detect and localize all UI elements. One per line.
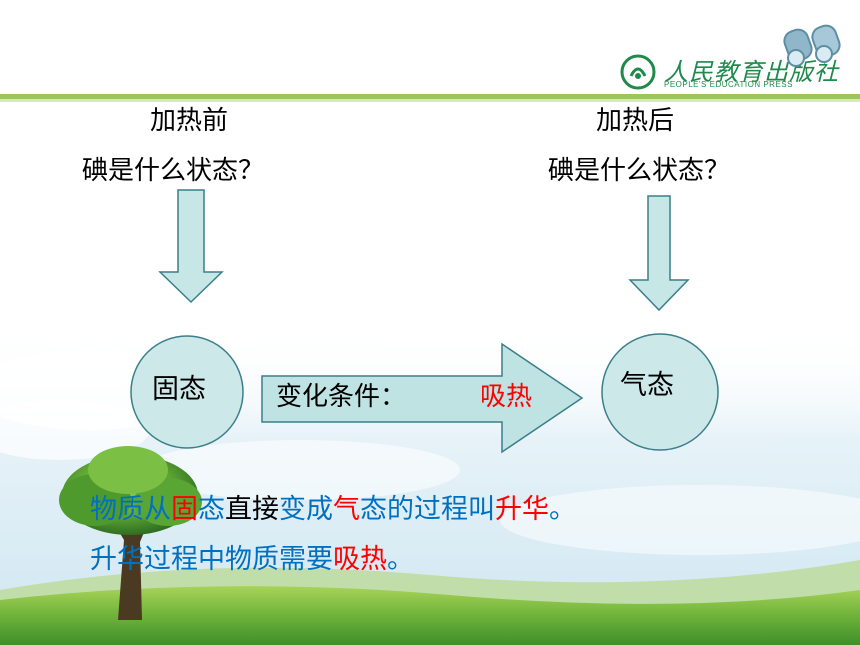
publisher-subtitle: PEOPLE'S EDUCATION PRESS: [664, 80, 793, 89]
summary-segment: 升华过程中物质需要: [90, 544, 333, 575]
summary-segment: 态: [198, 494, 225, 525]
down-arrow-right: [628, 195, 690, 312]
after-heating-question: 碘是什么状态？: [548, 156, 731, 186]
summary-segment: 态: [360, 494, 387, 525]
before-heating-question: 碘是什么状态？: [82, 156, 265, 186]
summary-segment: 。: [549, 494, 576, 525]
summary-definition: 物质从固态直接变成气态的过程叫升华。: [90, 496, 576, 523]
solid-state-label: 固态: [152, 374, 206, 405]
header-bar: [0, 94, 860, 99]
down-arrow-left: [158, 189, 224, 304]
gas-state-label: 气态: [620, 370, 674, 401]
condition-arrow: [261, 342, 584, 454]
summary-segment: 的过程叫: [387, 494, 495, 525]
header-bar-highlight: [0, 99, 860, 102]
summary-segment: 。: [387, 544, 414, 575]
publisher-emblem-icon: [620, 54, 656, 90]
after-heating-label: 加热后: [596, 106, 675, 136]
binoculars-icon: [783, 24, 841, 67]
summary-heat-requirement: 升华过程中物质需要吸热。: [90, 546, 414, 573]
summary-segment: 变成: [279, 494, 333, 525]
condition-value: 吸热: [480, 382, 533, 412]
summary-segment: 直接: [225, 494, 279, 525]
summary-segment: 气: [333, 494, 360, 525]
gas-state-circle: [601, 333, 719, 451]
solid-state-circle: [130, 335, 244, 449]
publisher-logo: 人民教育出版社 PEOPLE'S EDUCATION PRESS: [620, 50, 850, 92]
publisher-name: 人民教育出版社: [664, 58, 839, 86]
before-heating-label: 加热前: [150, 106, 229, 136]
summary-segment: 固: [171, 494, 198, 525]
condition-label: 变化条件：: [276, 382, 407, 412]
summary-segment: 物质从: [90, 494, 171, 525]
summary-segment: 吸热: [333, 544, 387, 575]
summary-segment: 升华: [495, 494, 549, 525]
